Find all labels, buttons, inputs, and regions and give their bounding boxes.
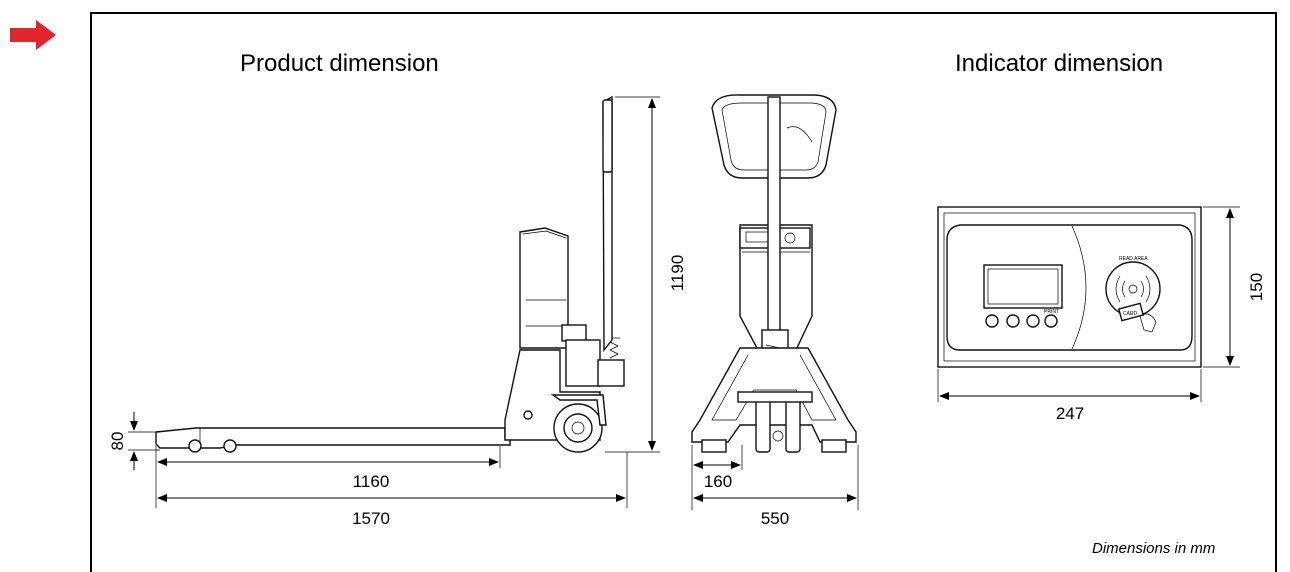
units-note: Dimensions in mm (1092, 540, 1216, 557)
pallet-truck-side-view (155, 95, 625, 453)
indicator-height-label: 150 (1247, 273, 1266, 301)
indicator-view (937, 206, 1202, 368)
side-view-dimensions (128, 96, 660, 508)
pallet-truck-front-view (691, 94, 857, 453)
indicator-dimension-title: Indicator dimension (955, 50, 1164, 77)
indicator-width-label: 247 (1056, 404, 1084, 423)
diagram-frame (90, 12, 1277, 572)
fork-length-label: 1160 (353, 472, 390, 491)
right-arrow-icon (10, 20, 56, 50)
print-label: PRINT (1044, 309, 1059, 315)
fork-width-label: 160 (704, 472, 732, 491)
overall-length-label: 1570 (352, 509, 390, 528)
fork-height-label: 80 (108, 432, 127, 451)
overall-height-label: 1190 (668, 255, 687, 292)
front-view-dimensions (691, 445, 859, 510)
card-label: CARD (1123, 311, 1138, 317)
read-area-label: READ AREA (1119, 256, 1148, 262)
indicator-dimensions (937, 206, 1240, 402)
overall-width-label: 550 (761, 509, 789, 528)
product-dimension-title: Product dimension (240, 50, 439, 77)
